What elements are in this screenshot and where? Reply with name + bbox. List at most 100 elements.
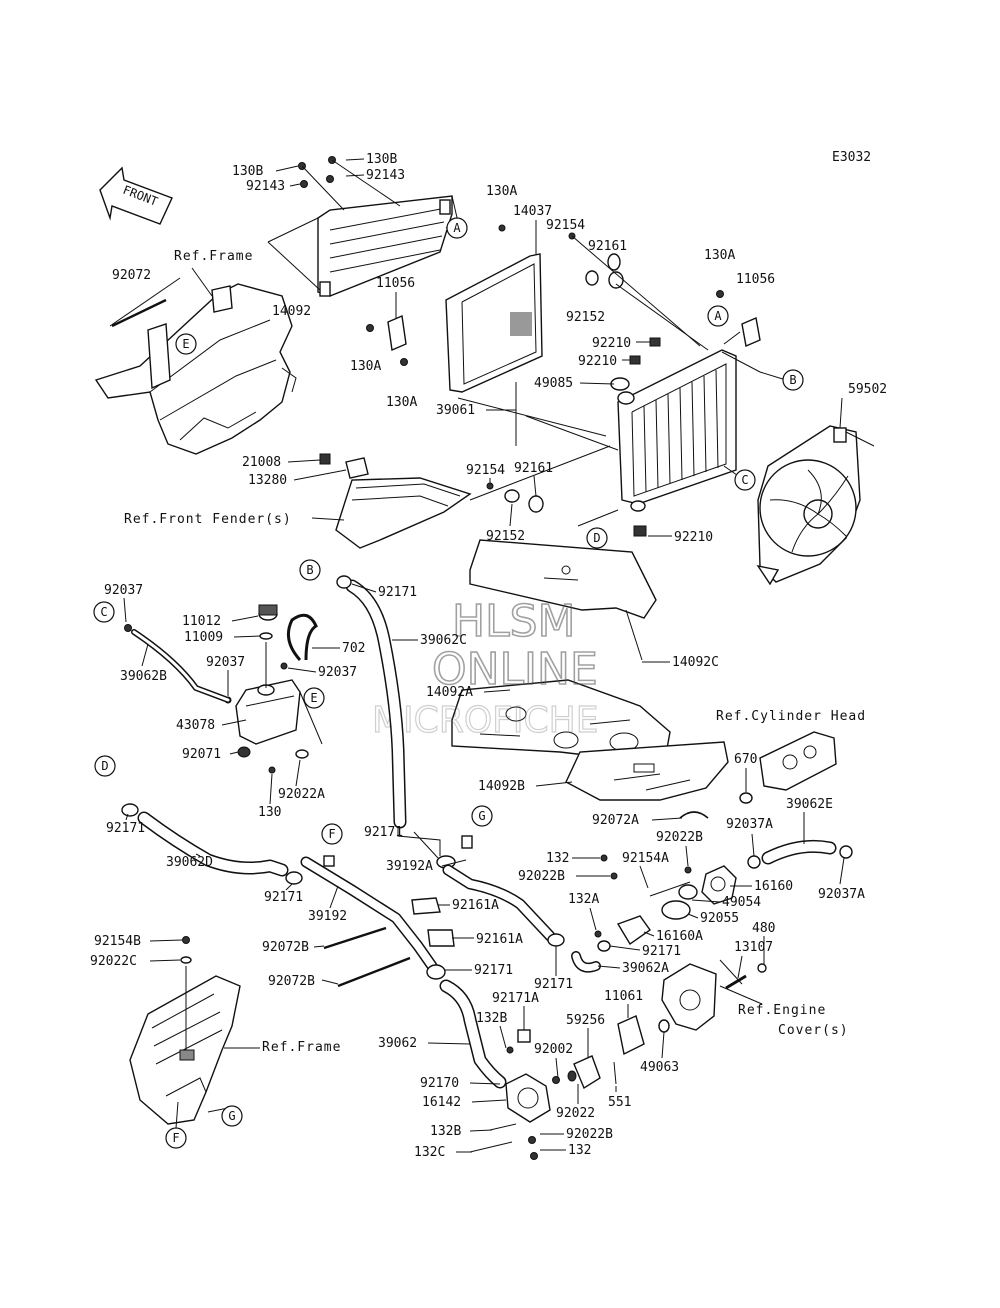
watermark-line2: ONLINE	[432, 644, 598, 695]
radiator-screen-drawing	[445, 224, 543, 393]
part-label: 92022	[556, 1106, 595, 1121]
part-label: 92154B	[94, 934, 141, 949]
part-label: 92152	[566, 310, 605, 325]
svg-text:A: A	[453, 221, 461, 235]
part-label: 39062C	[420, 633, 467, 648]
ref-frame-bottom: Ref.Frame	[262, 1040, 341, 1055]
skid-plate-B-drawing	[565, 741, 729, 801]
svg-text:G: G	[478, 809, 485, 823]
part-label: 92037	[318, 665, 357, 680]
part-label: 14092A	[426, 685, 473, 700]
part-label: 39062E	[786, 797, 833, 812]
part-label: 130B	[366, 152, 397, 167]
part-label: 49085	[534, 376, 573, 391]
part-label: 49054	[722, 895, 761, 910]
callout-D-left: D	[94, 755, 116, 777]
ref-cylinder-head: Ref.Cylinder Head	[716, 709, 866, 724]
part-label: 39192	[308, 909, 347, 924]
watermark-line3: MICROFICHE	[372, 700, 598, 741]
callout-D-right: D	[586, 527, 608, 549]
part-label: 14092C	[672, 655, 719, 670]
part-label: 16160A	[656, 929, 703, 944]
part-label: 92072B	[268, 974, 315, 989]
part-label: 92143	[366, 168, 405, 183]
ref-engine-cover-line1: Ref.Engine	[738, 1003, 826, 1018]
part-label: 92072	[112, 268, 151, 283]
part-label: 39062A	[622, 961, 669, 976]
part-label: 92170	[420, 1076, 459, 1091]
svg-text:E: E	[310, 691, 317, 705]
part-label: 92161A	[476, 932, 523, 947]
part-label: 11012	[182, 614, 221, 629]
part-label: 92022C	[90, 954, 137, 969]
svg-text:F: F	[172, 1131, 179, 1145]
part-label: 132B	[430, 1124, 461, 1139]
part-label: 11056	[376, 276, 415, 291]
svg-text:A: A	[714, 309, 722, 323]
part-label: 132	[568, 1143, 591, 1158]
thermostat-drawing	[594, 854, 737, 952]
part-label: 92171	[364, 825, 403, 840]
part-label: 92171	[534, 977, 573, 992]
part-label: 670	[734, 752, 757, 767]
part-label: 92037A	[818, 887, 865, 902]
part-label: 92072B	[262, 940, 309, 955]
part-label: 92161	[588, 239, 627, 254]
part-label: 551	[608, 1095, 631, 1110]
part-label: 92171A	[492, 991, 539, 1006]
callout-F-pipe: F	[321, 823, 343, 845]
pipe-39192-drawing	[300, 855, 446, 980]
water-pump-drawing	[469, 1029, 560, 1160]
part-label: 480	[752, 921, 775, 936]
part-label: 14092	[272, 304, 311, 319]
part-label: 92002	[534, 1042, 573, 1057]
part-label: 59256	[566, 1013, 605, 1028]
callout-C-right: C	[734, 469, 756, 491]
part-label: 11009	[184, 630, 223, 645]
hose-39062E-drawing	[747, 839, 853, 869]
svg-text:B: B	[789, 373, 796, 387]
part-label: 39062B	[120, 669, 167, 684]
grommet-92161-icon	[568, 232, 709, 351]
hose-39062D-drawing	[121, 803, 303, 885]
callout-F-frame: F	[165, 1127, 187, 1149]
part-label: 92037	[206, 655, 245, 670]
svg-text:F: F	[328, 827, 335, 841]
callout-G-pipe: G	[471, 805, 493, 827]
part-label: 130A	[704, 248, 735, 263]
part-label: 92022B	[518, 869, 565, 884]
part-label: 92210	[674, 530, 713, 545]
skid-plate-A-drawing	[451, 679, 671, 761]
diagram-code: E3032	[832, 150, 871, 165]
part-label: 92171	[474, 963, 513, 978]
radiator-cover-drawing	[457, 382, 619, 527]
fan-drawing	[756, 425, 875, 586]
part-label: 39192A	[386, 859, 433, 874]
callout-G-frame: G	[221, 1105, 243, 1127]
part-label: 14092B	[478, 779, 525, 794]
skid-plate-C-drawing	[469, 539, 657, 661]
part-label: 92022B	[566, 1127, 613, 1142]
part-label: 11061	[604, 989, 643, 1004]
part-label: 92171	[642, 944, 681, 959]
front-fender-drawing	[319, 453, 472, 549]
part-label: 39062D	[166, 855, 213, 870]
part-label: 39062	[378, 1036, 417, 1051]
cable-tie-92072-icon	[111, 298, 167, 328]
part-label: 49063	[640, 1060, 679, 1075]
frame-top-drawing	[94, 267, 297, 455]
part-label: 92072A	[592, 813, 639, 828]
watermark-line1: HLSM	[452, 596, 576, 647]
part-label: 92022A	[278, 787, 325, 802]
part-label: 92161A	[452, 898, 499, 913]
part-label: 92143	[246, 179, 285, 194]
radiator-guard-drawing	[267, 195, 459, 297]
svg-text:B: B	[306, 563, 313, 577]
part-label: 130A	[386, 395, 417, 410]
part-label: 16160	[754, 879, 793, 894]
callout-C-left: C	[93, 601, 115, 623]
pipe-39192A-drawing	[442, 835, 565, 947]
part-label: 130B	[232, 164, 263, 179]
part-label: 130A	[350, 359, 381, 374]
